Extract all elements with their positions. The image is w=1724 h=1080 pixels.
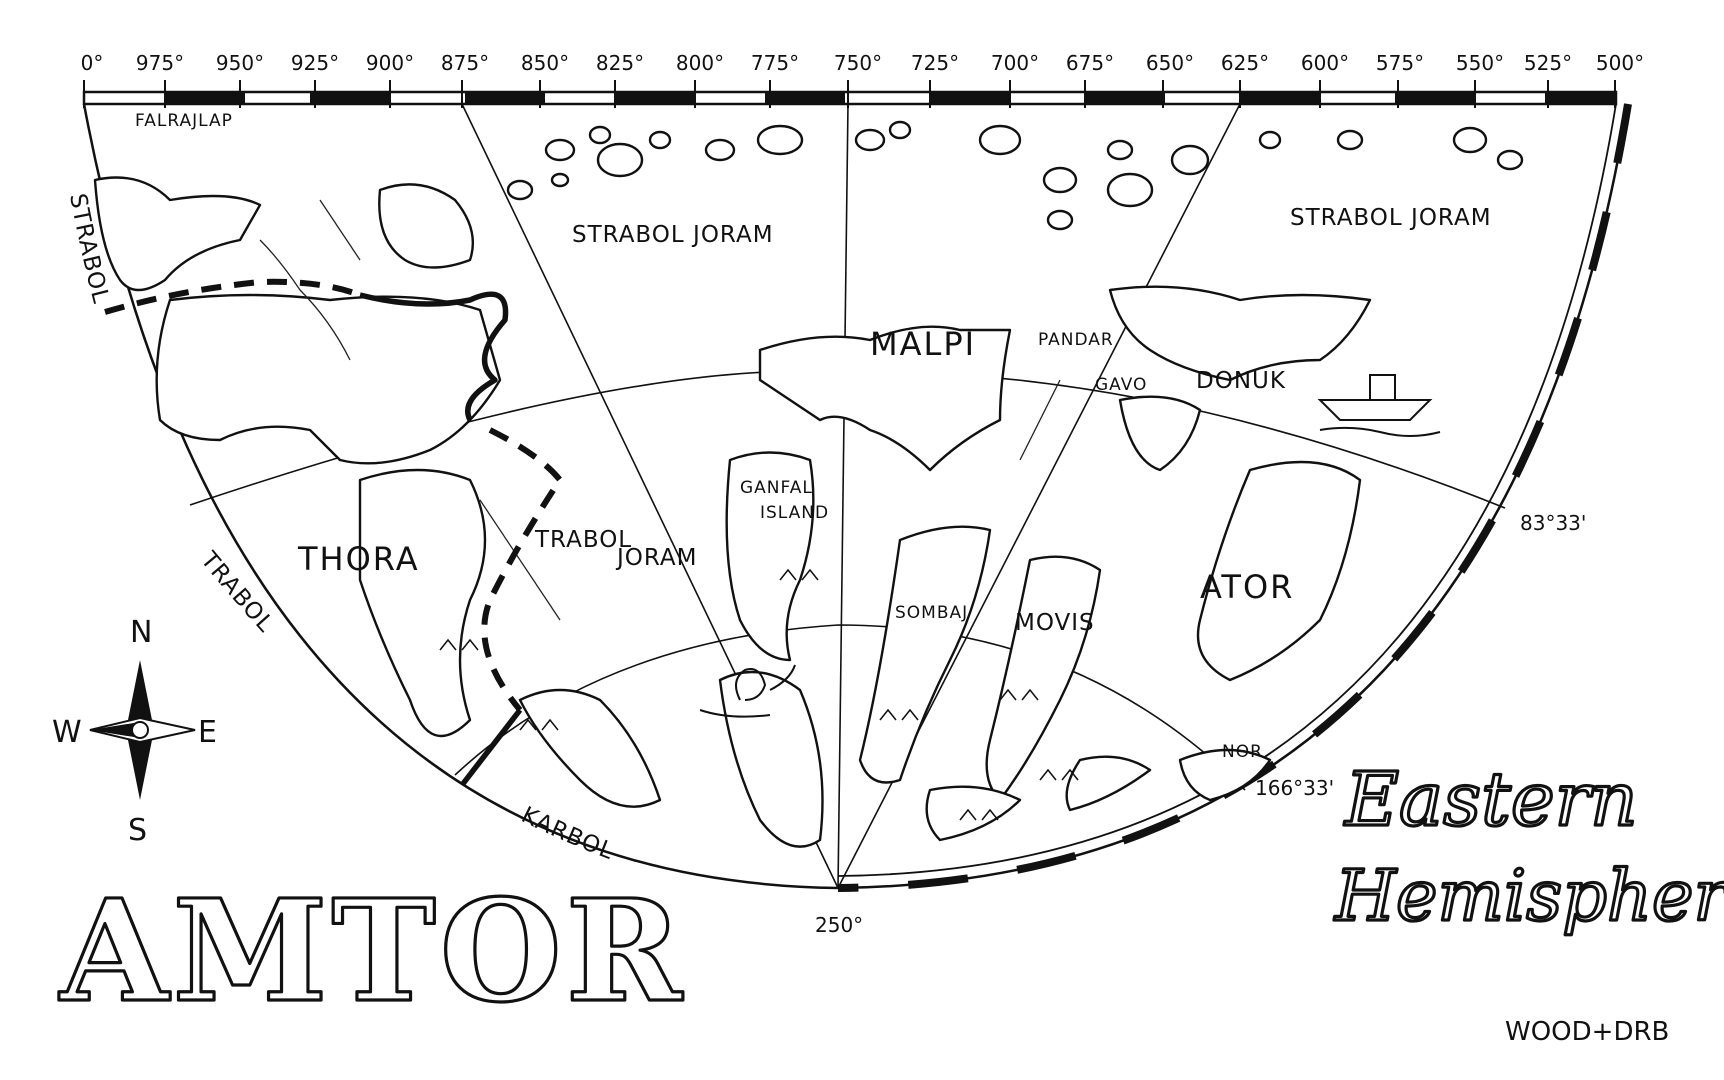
- label-donuk: DONUK: [1196, 368, 1286, 394]
- tick-label: 775°: [751, 51, 799, 75]
- political-borders: [104, 278, 564, 787]
- ship-icon: [1317, 374, 1441, 437]
- tick-label: 750°: [834, 51, 882, 75]
- label-movis: MOVIS: [1015, 610, 1095, 636]
- mountain-symbols: [439, 568, 1079, 821]
- map-subtitle-line1: Eastern: [1343, 757, 1638, 843]
- longitude-labels: 0° 975° 950° 925° 900° 875° 850° 825° 80…: [81, 51, 1644, 75]
- tick-label: 700°: [991, 51, 1039, 75]
- label-strabol-joram-right: STRABOL JORAM: [1290, 205, 1492, 231]
- map-title: AMTOR: [58, 870, 686, 1034]
- tick-label: 575°: [1376, 51, 1424, 75]
- tick-label: 525°: [1524, 51, 1572, 75]
- tick-label: 725°: [911, 51, 959, 75]
- tick-label: 925°: [291, 51, 339, 75]
- longitude-scale-bar: [82, 90, 1618, 106]
- label-ator: ATOR: [1200, 568, 1294, 606]
- tick-label: 875°: [441, 51, 489, 75]
- compass-west: W: [52, 715, 82, 750]
- label-trabol-arc: TRABOL: [195, 547, 279, 638]
- label-ganfal: GANFAL: [740, 478, 813, 498]
- label-karbol-arc: KARBOL: [517, 802, 617, 865]
- compass-north: N: [130, 615, 152, 650]
- landmasses: [93, 176, 1372, 848]
- tick-label: 500°: [1596, 51, 1644, 75]
- label-pandar: PANDAR: [1038, 330, 1114, 350]
- compass-rose-icon: N S E W: [52, 615, 217, 848]
- label-malpi: MALPI: [870, 325, 976, 363]
- label-sombaj: SOMBAJ: [895, 603, 968, 623]
- tick-label: 900°: [366, 51, 414, 75]
- whirlpool-icon: [699, 664, 796, 718]
- map-subtitle-line2: Hemisphere: [1333, 855, 1724, 937]
- tick-label: 650°: [1146, 51, 1194, 75]
- label-joram: JORAM: [615, 545, 698, 571]
- tick-label: 825°: [596, 51, 644, 75]
- tick-label: 850°: [521, 51, 569, 75]
- tick-label: 800°: [676, 51, 724, 75]
- tick-label: 0°: [81, 51, 104, 75]
- map-credit: WOOD+DRB: [1505, 1017, 1669, 1047]
- label-gavo: GAVO: [1095, 375, 1147, 395]
- tick-label: 550°: [1456, 51, 1504, 75]
- tick-label: 625°: [1221, 51, 1269, 75]
- northern-islands: [506, 120, 1524, 231]
- compass-south: S: [128, 813, 147, 848]
- lat-upper: 83°33': [1520, 511, 1586, 535]
- tick-label: 675°: [1066, 51, 1114, 75]
- label-strabol-joram-left: STRABOL JORAM: [572, 222, 774, 248]
- tick-label: 975°: [136, 51, 184, 75]
- rivers: [259, 199, 1061, 621]
- label-nor: NOR: [1222, 742, 1263, 762]
- bottom-tick: 250°: [815, 913, 863, 937]
- label-thora: THORA: [297, 540, 420, 578]
- lat-lower: 166°33': [1255, 776, 1334, 800]
- label-island: ISLAND: [760, 503, 829, 523]
- region-labels: FALRAJLAP STRABOL JORAM STRABOL JORAM MA…: [64, 111, 1492, 865]
- longitude-tick-marks: [83, 80, 1616, 108]
- tick-label: 950°: [216, 51, 264, 75]
- label-falrajlap: FALRAJLAP: [135, 111, 233, 131]
- tick-label: 600°: [1301, 51, 1349, 75]
- latitude-labels: 83°33' 166°33' 250°: [815, 511, 1586, 937]
- label-trabol: TRABOL: [534, 527, 632, 553]
- compass-east: E: [198, 715, 217, 750]
